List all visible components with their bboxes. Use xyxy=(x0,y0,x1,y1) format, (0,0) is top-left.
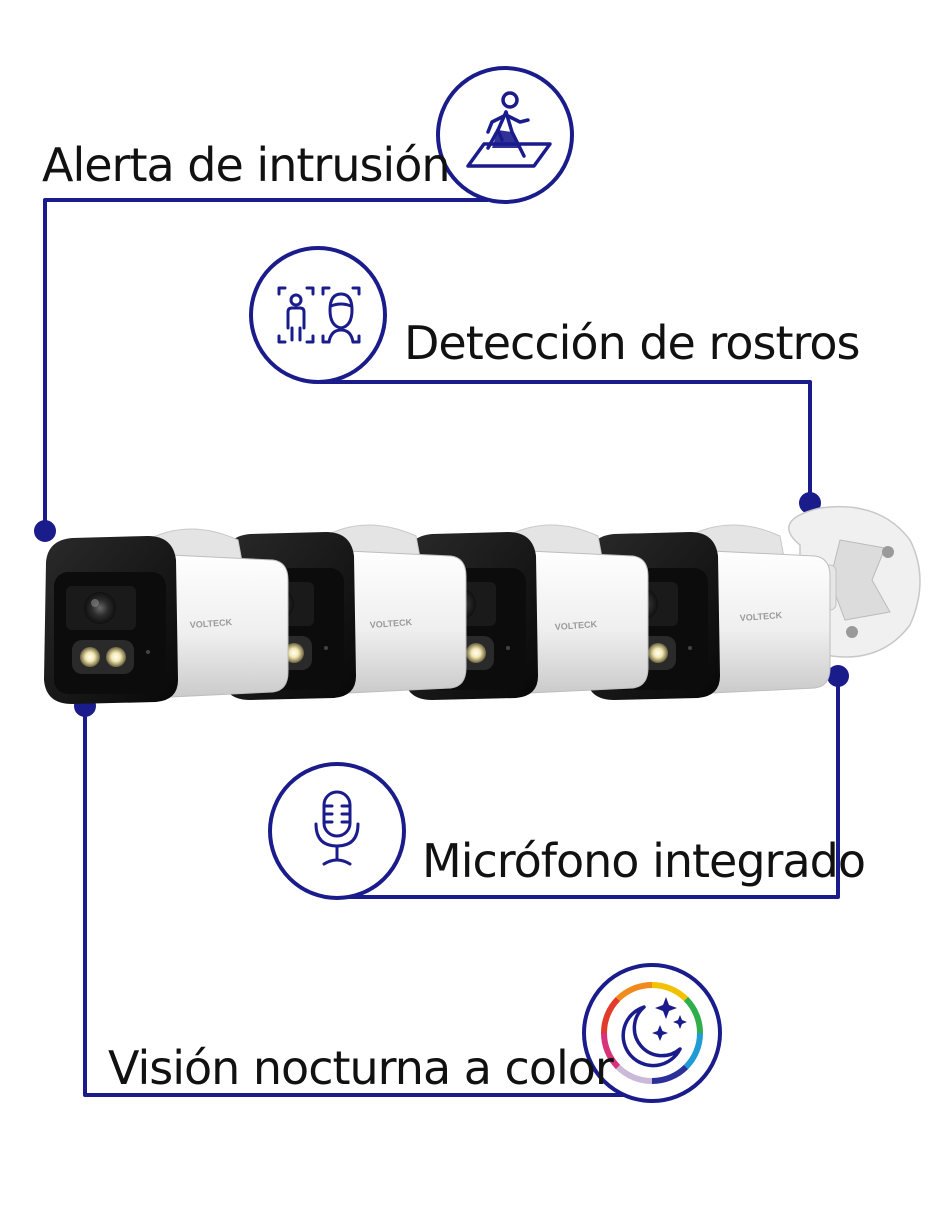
intrusion-badge xyxy=(436,66,574,204)
brand-logo-4: VOLTECK xyxy=(739,610,782,623)
moon-stars-icon xyxy=(600,981,704,1085)
night-connector xyxy=(83,706,640,1097)
night-label: Visión nocturna a color xyxy=(108,1041,614,1095)
mic-connector xyxy=(340,676,840,899)
night-badge xyxy=(582,963,722,1103)
mic-badge xyxy=(268,762,406,900)
brand-logo-1: VOLTECK xyxy=(189,617,232,630)
face-detection-icon xyxy=(277,286,361,344)
face-label: Detección de rostros xyxy=(404,316,861,370)
mic-connector-dot xyxy=(827,665,849,687)
camera-4 xyxy=(585,505,921,701)
microphone-icon xyxy=(314,790,360,866)
brand-logo-3: VOLTECK xyxy=(554,619,597,632)
intrusion-connector xyxy=(43,198,488,528)
face-badge xyxy=(249,246,387,384)
intrusion-connector-dot xyxy=(34,520,56,542)
face-connector xyxy=(320,380,812,502)
walking-person-icon xyxy=(466,91,552,168)
mic-label: Micrófono integrado xyxy=(422,834,866,888)
brand-logo-2: VOLTECK xyxy=(369,617,412,630)
intrusion-label: Alerta de intrusión xyxy=(42,138,451,192)
